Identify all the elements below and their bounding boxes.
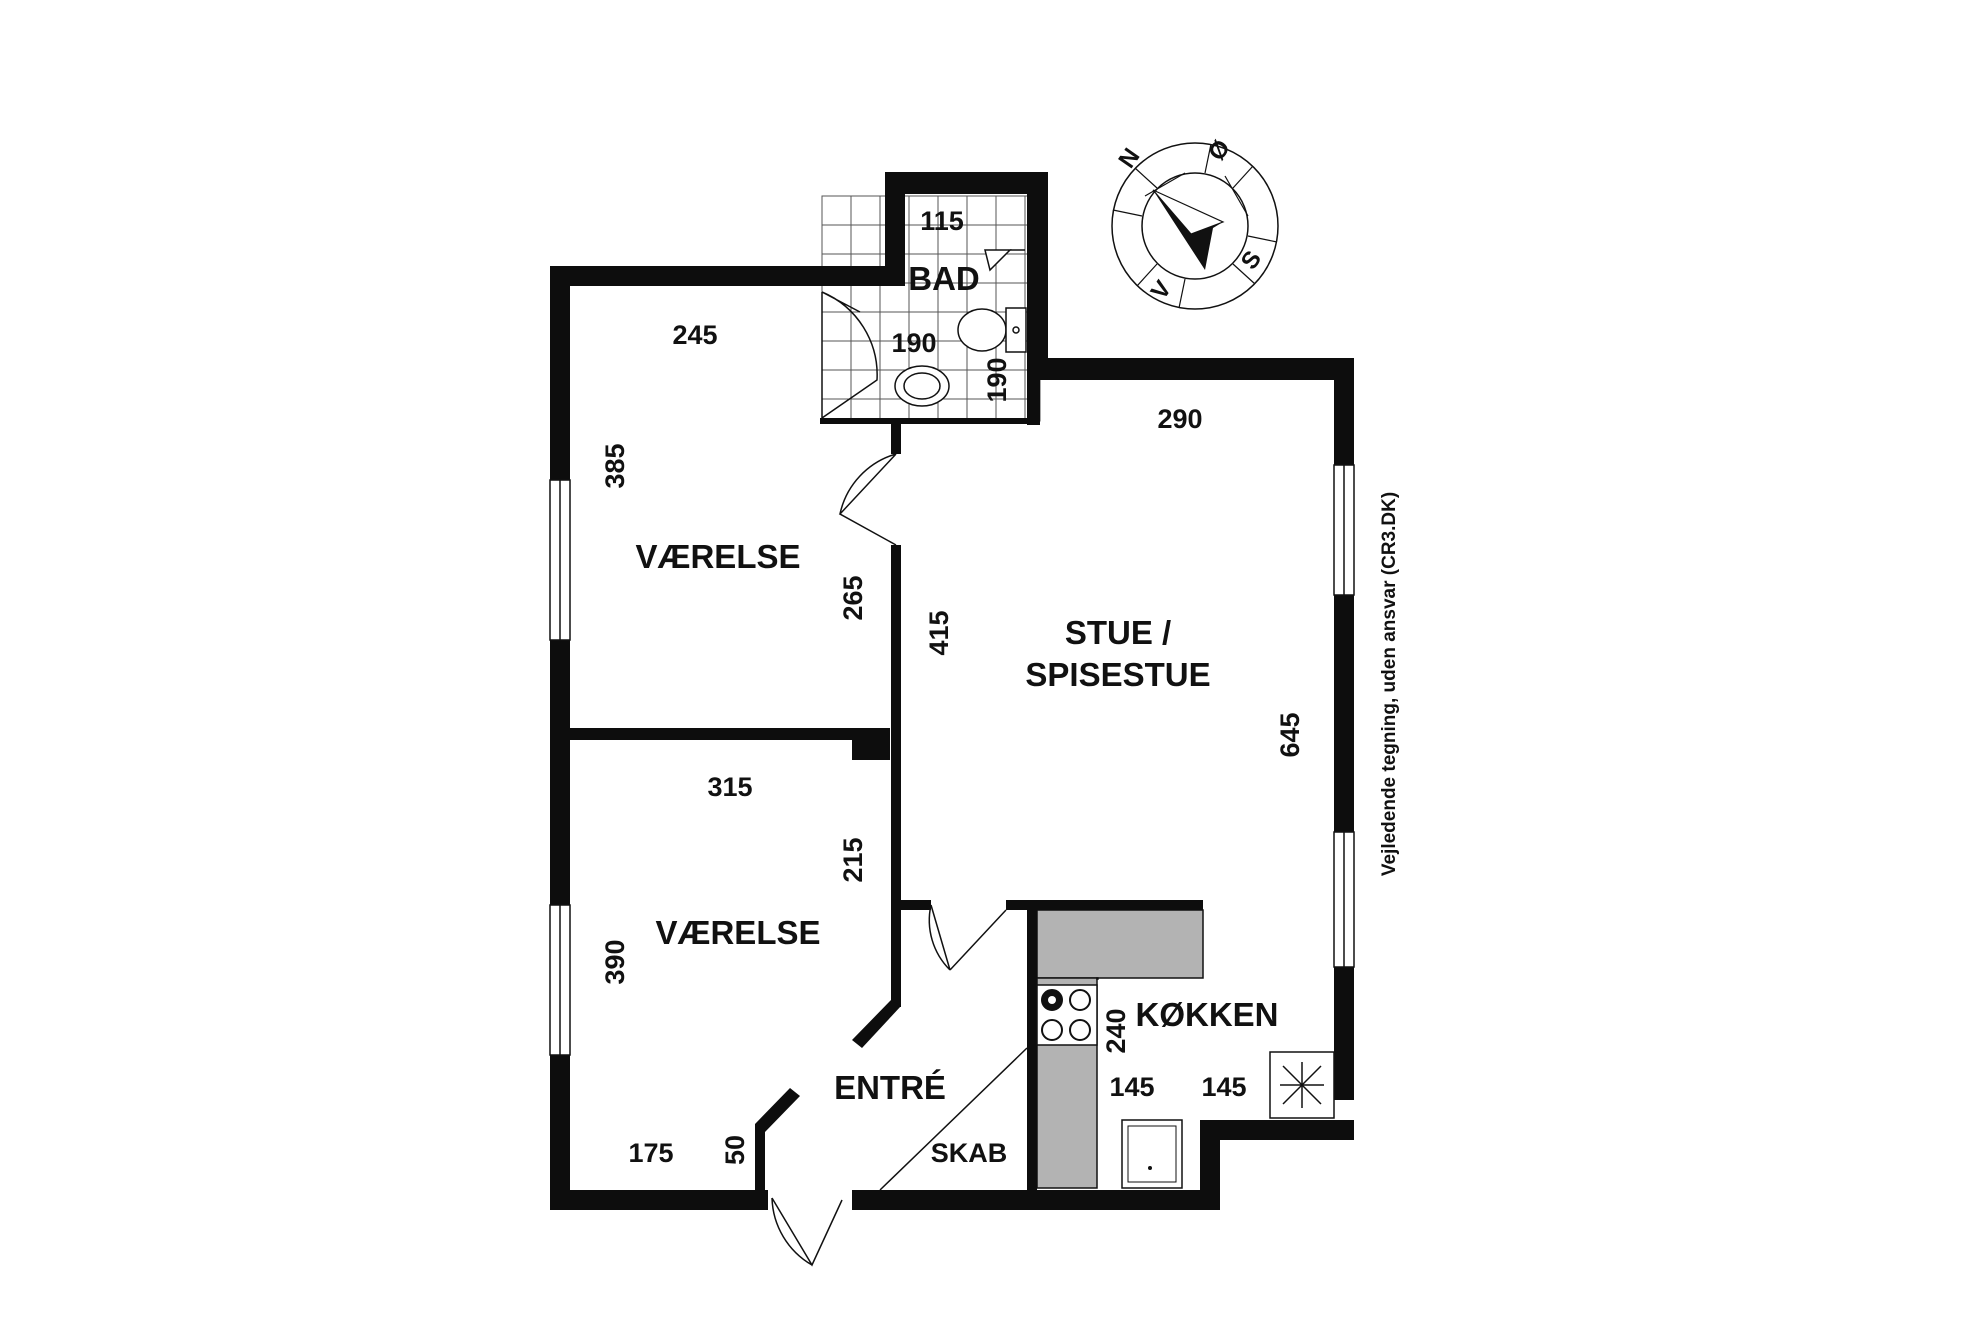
shower-icon bbox=[984, 249, 1012, 272]
dim-living-inner: 415 bbox=[924, 610, 954, 655]
bath-fixtures bbox=[894, 249, 1027, 407]
dim-bath-inner-width: 190 bbox=[891, 328, 936, 358]
door-bedroom-bottom bbox=[928, 904, 1007, 971]
closet-diagonal bbox=[879, 1047, 1028, 1191]
room-label-closet: SKAB bbox=[931, 1138, 1008, 1168]
dim-bedroom-top-height: 385 bbox=[600, 443, 630, 488]
dim-living-width: 290 bbox=[1157, 404, 1202, 434]
wall-kitchen-bottom-right bbox=[1200, 1120, 1354, 1140]
dim-hall-step: 50 bbox=[720, 1135, 750, 1165]
wall-hall-diagonal-top bbox=[852, 1000, 901, 1048]
door-bedroom-top bbox=[838, 453, 897, 546]
room-label-bath: BAD bbox=[908, 260, 980, 297]
wall-bedroom-divider bbox=[550, 728, 890, 740]
kitchen-fixtures bbox=[1036, 984, 1335, 1189]
door-bath bbox=[821, 291, 878, 419]
wall-interior-vertical-lower bbox=[891, 907, 901, 1007]
wall-kitchen-notch bbox=[1200, 1120, 1220, 1210]
dim-kitchen-width-a: 145 bbox=[1109, 1072, 1154, 1102]
wall-bath-bottom bbox=[820, 418, 1040, 424]
room-label-hall: ENTRÉ bbox=[834, 1069, 946, 1106]
wall-hall-step bbox=[755, 1124, 765, 1200]
dim-bedroom-top-door-side: 265 bbox=[838, 575, 868, 620]
room-label-bedroom-top: VÆRELSE bbox=[635, 538, 800, 575]
toilet-icon bbox=[957, 308, 1007, 352]
wall-bath-top bbox=[885, 172, 1048, 194]
room-label-living-line1: STUE / bbox=[1065, 614, 1171, 651]
dim-bedroom-top-width: 245 bbox=[672, 320, 717, 350]
wall-interior-vertical bbox=[891, 545, 901, 907]
wall-top-bedroom bbox=[550, 266, 888, 286]
wall-column bbox=[852, 728, 890, 760]
wall-hall-diagonal-bottom bbox=[755, 1088, 800, 1132]
dim-bedroom-bottom-height: 390 bbox=[600, 939, 630, 984]
compass: N Ø S V bbox=[1111, 135, 1279, 310]
dim-hall-width: 175 bbox=[628, 1138, 673, 1168]
dim-bedroom-bottom-width: 315 bbox=[707, 772, 752, 802]
wall-bath-right bbox=[1027, 172, 1048, 362]
disclaimer-text: Vejledende tegning, uden ansvar (CR3.DK) bbox=[1379, 492, 1400, 876]
room-label-bedroom-bottom: VÆRELSE bbox=[655, 914, 820, 951]
wall-bath-left bbox=[885, 172, 905, 286]
dim-kitchen-width-b: 145 bbox=[1201, 1072, 1246, 1102]
dim-bath-side: 190 bbox=[982, 357, 1012, 402]
dim-living-height: 645 bbox=[1275, 712, 1305, 757]
wall-bottom-left bbox=[550, 1190, 768, 1210]
door-entrance bbox=[771, 1197, 843, 1267]
wall-top-living bbox=[1027, 358, 1353, 380]
windows bbox=[549, 464, 1355, 1056]
wall-hall-kitchen-top bbox=[901, 900, 931, 910]
dim-bedroom-bottom-side: 215 bbox=[838, 837, 868, 882]
wall-kitchen-top bbox=[1006, 900, 1203, 910]
room-label-living-line2: SPISESTUE bbox=[1025, 656, 1210, 693]
room-label-kitchen: KØKKEN bbox=[1135, 996, 1278, 1033]
wall-kitchen-left bbox=[1027, 900, 1037, 1200]
dim-kitchen-side: 240 bbox=[1101, 1008, 1131, 1053]
wall-interior-vertical-top bbox=[891, 424, 901, 454]
doors bbox=[771, 291, 1028, 1267]
dim-bath-width: 115 bbox=[920, 206, 964, 236]
